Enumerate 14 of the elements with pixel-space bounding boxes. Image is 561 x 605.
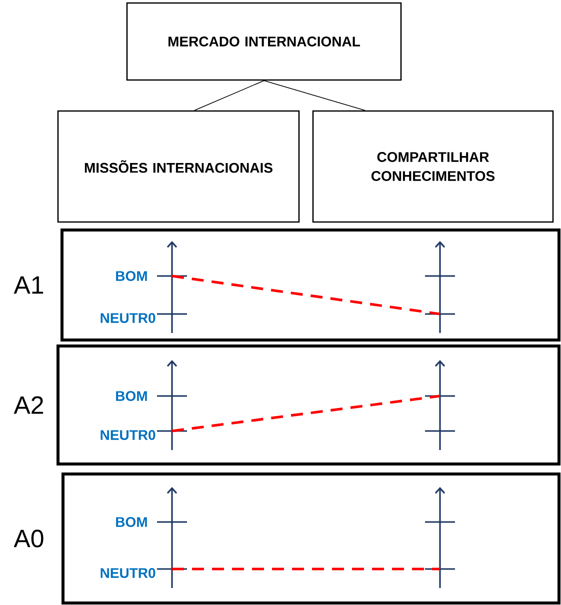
row-label: A2 <box>14 396 44 414</box>
row-label: A0 <box>14 530 44 548</box>
axis-label: BOM <box>116 271 147 281</box>
connector-line <box>264 80 366 111</box>
axis-label: BOM <box>116 391 147 401</box>
axis-label: NEUTR0 <box>100 430 156 440</box>
row-label: A1 <box>14 276 44 294</box>
axis-label: NEUTR0 <box>100 313 156 323</box>
title-box: COMPARTILHAR CONHECIMENTOS <box>312 110 554 223</box>
title-box: MISSÕES INTERNACIONAIS <box>57 110 300 223</box>
title-box: MERCADO INTERNACIONAL <box>126 2 402 81</box>
connector-line <box>194 80 264 111</box>
axis-label: NEUTR0 <box>100 568 156 578</box>
axis-label: BOM <box>116 517 147 527</box>
